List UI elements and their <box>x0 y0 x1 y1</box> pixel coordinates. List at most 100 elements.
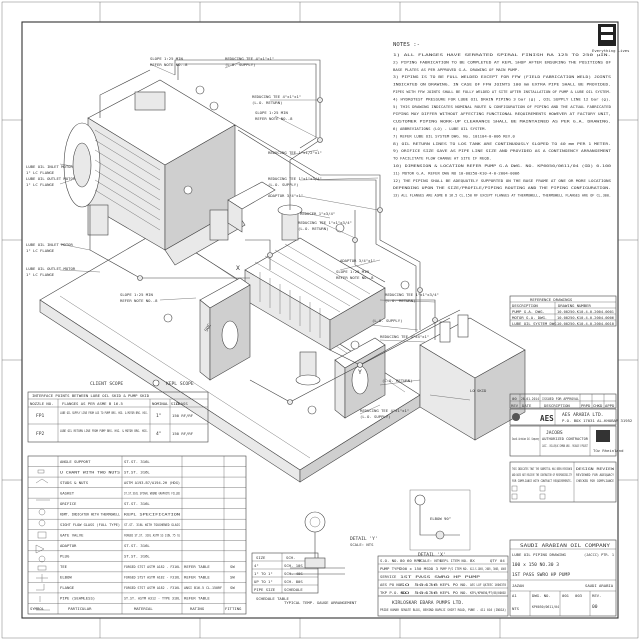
notes-lines: 1) ALL FLANGES HAVE SERRATED SPIRAL FINI… <box>393 52 612 198</box>
callout-lube-out-motor2: LUBE OIL OUTLET MOTOR <box>26 266 76 271</box>
rev-row1-date: 28.01.2014 <box>521 396 539 401</box>
aes-name: AES ARABIA LTD. <box>562 412 604 418</box>
callout-adaptor2: ADAPTOR 3/4"x1" <box>340 258 375 263</box>
schedule-row2-sch: SCH. 40S <box>284 571 303 576</box>
legend-particular: U CHANT WITH TWO NUTS <box>60 469 121 474</box>
approval-line3: FOR COMPLIANCE WITH CONTRACT REQUIREMENT… <box>512 478 572 483</box>
legend-material: ST.ST. 316L <box>124 469 150 474</box>
callout-lube-in-motor2-size: 1" LC FLANGE <box>26 248 55 253</box>
schedule-header-sch: SCH. <box>286 555 295 560</box>
dwg-no: KP6050/0611/04 <box>532 604 560 609</box>
legend-rating: ANSI B16.5 CL.150RF <box>184 585 223 590</box>
scope-title: INTERFACE POINTS BETWEEN LUBE OIL SKID &… <box>32 393 150 398</box>
legend-footer-particular: PARTICULAR <box>68 606 92 611</box>
detail-x-title: DETAIL 'X' <box>418 552 446 558</box>
note-line: PIPES WITH FFW JOINTS SHALL BE FULLY WEL… <box>393 89 611 94</box>
note-line: CUSTOMER PIPING WORK-UP CLEARANCE SHALL … <box>393 119 611 124</box>
schedule-row1-size: 4" <box>254 563 259 568</box>
scope-header-size: NOMINAL SIZE <box>152 401 181 406</box>
kirloskar-addr: PRIDE KUMAR SENATE BLDG, BEHIND BAPUJI S… <box>380 607 506 612</box>
callout-refer-note3: REFER NOTE NO.-8 <box>336 275 374 280</box>
item-balloons <box>163 85 410 415</box>
legend-material: FORGED STST ASTM A182 - F316L <box>124 575 181 580</box>
ref-row1-dwg: 10-00250-K10-4-0-2004-0001 <box>557 309 615 314</box>
detail-y-scale: SCALE: NTS <box>350 542 374 547</box>
schedule-header-size: SIZE <box>256 555 266 560</box>
ebara-logo: Everything Lives <box>592 24 629 53</box>
callout-lube-out-motor1-size: 1" LC FLANGE <box>26 182 55 187</box>
approval-line1: THIS INDICATES THAT THE SUBMITTAL HAS BE… <box>512 466 572 471</box>
legend-footer-rating: RATING <box>190 606 205 611</box>
legend-particular: GASKET <box>60 490 75 495</box>
note-line: 8) OIL RETURN LINES TO LOS TANK ARE CONT… <box>393 141 611 146</box>
lo-skid <box>419 314 526 441</box>
legend-material: KEPL SPECIFICATION <box>124 511 181 516</box>
sub-block-cell: PUMP TYPE <box>380 566 402 571</box>
note-line: 1) ALL FLANGES HAVE SERRATED SPIRAL FINI… <box>393 52 611 57</box>
svg-text:SUC: SUC <box>204 323 213 333</box>
sub-block-cell: KEPL/KP6050/PT/08/00002 <box>470 590 506 595</box>
legend-fitting: SW <box>230 564 235 569</box>
rev-value: 00 <box>592 604 598 610</box>
detail-x-scale: SCALE: NTS <box>418 558 442 563</box>
legend-fitting: SW <box>230 585 235 590</box>
legend-rating: REFER TABLE <box>184 564 210 569</box>
note-line: 9) ORIFICE SIZE GAVE AS PIPE LINE SIZE A… <box>393 148 612 153</box>
schedule-row3-sch: SCH. 80S <box>284 579 303 584</box>
scope-header-nozzle: NOZZLE NO. <box>30 401 53 406</box>
approval-line2: AND DOES NOT RELIEVE THE CONTRACTOR OF R… <box>512 472 572 477</box>
legend-particular: ANGLE SUPPORT <box>60 459 91 464</box>
detail-y: TYPICAL TEMP. GAUGE ARRANGEMENT <box>284 511 357 605</box>
sub-block-cell: S.O. NO. <box>380 558 399 563</box>
saudi-company: SAUDI ARABIAN OIL COMPANY <box>520 543 610 549</box>
note-line: 4) HYDROTEST PRESSURE FOR LUBE OIL DRAIN… <box>393 96 611 101</box>
notes-title: NOTES :- <box>393 42 420 48</box>
scope-row1-nozzle: FP1 <box>36 413 45 419</box>
note-line: TO FACILITATE FLOW CHANGE AT SITE IF REQ… <box>393 156 491 161</box>
note-line: 2) PIPING FABRICATION TO BE COMPLETED AT… <box>393 59 612 64</box>
dwg-title4: (JACCC) PTR. 1 <box>584 552 615 557</box>
lube-piping <box>89 59 461 403</box>
legend-particular: ORIFICE <box>60 501 77 506</box>
rev-row1-desc: ISSUED FOR APPROVAL <box>542 396 580 401</box>
sub-block-cell: QTY <box>490 558 498 563</box>
approval-col2: REVIEWED FOR ADEQUACY <box>576 472 614 477</box>
ref-row2-dwg: 10-00250-K10-4-0-2004-0006 <box>557 315 615 320</box>
rev-header-no: REV <box>511 403 519 408</box>
callout-lo-supply2: (L.O. SUPPLY) <box>268 182 298 187</box>
scope-row2-size: 4" <box>156 431 162 437</box>
note-line: 7) REFER LUBE OIL SYSTEM DWG. No. 101104… <box>393 133 515 138</box>
legend-particular: PLUG <box>60 554 70 559</box>
scope-row2-desc: LUBE OIL RETURN LINE FROM PUMP BRG. HSG.… <box>60 428 148 433</box>
callout-slope3: SLOPE 1:25 MIN <box>336 269 369 274</box>
legend-footer-symbol: SYMBOL <box>30 606 45 611</box>
callout-reducing-tee8: REDUCING TEE 4"x1"x1" <box>360 408 409 413</box>
note-line: 6) ABBREVIATIONS (LO) - LUBE OIL SYSTEM. <box>393 126 487 131</box>
sub-block-cell: SO 50436 <box>400 582 439 587</box>
legend-particular: SIGHT FLOW GLASS (FULL TYPE) <box>60 522 120 527</box>
dwg-no-label: DWG. NO. <box>532 593 551 598</box>
client-scope-label: CLIENT SCOPE <box>90 381 123 387</box>
country: SAUDI ARABIA <box>585 583 614 588</box>
jacobs-sub: AUTHORIZED CONTRACTOR <box>542 436 589 441</box>
tuv-name: Tüv Rheinland <box>593 448 623 453</box>
legend-particular: GATE VALVE <box>60 533 84 538</box>
location: JAZAN <box>512 583 524 588</box>
legend-material: ST.ST. 316L <box>124 543 150 548</box>
dwg-title1: LUBE OIL PIPING DRAWING <box>512 552 567 557</box>
svg-text:AES: AES <box>540 414 554 423</box>
callout-lo-return1: (L.O. RETURN) <box>252 100 282 105</box>
callout-slope4: SLOPE 1:25 MIN <box>120 292 153 297</box>
legend-material: FORGED STST ASTM A182 - F316L <box>124 564 181 569</box>
dwg-title3: 1ST PASS SWRO HP PUMP <box>512 572 570 578</box>
note-line: DEPENDING UPON THE SIZE/PROFILE/PIPING R… <box>393 185 611 190</box>
callout-reducing-tee3: REDUCING TEE 1"x1/2"x1" <box>268 150 322 155</box>
jacobs-pkg: JACCC - CHILLER/AC COMMON AREA - PACKAGE… <box>542 443 588 448</box>
pump-casing <box>199 204 386 419</box>
callout-lube-out-motor1: LUBE OIL OUTLET MOTOR <box>26 176 76 181</box>
tuv-logo: Tüv Rheinland <box>593 430 623 453</box>
scope-row1-class: 150 RF/RF <box>172 413 194 418</box>
